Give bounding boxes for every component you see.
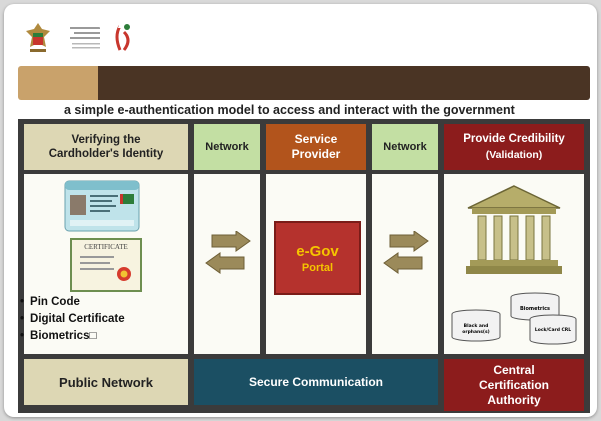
public-network-label: Public Network: [59, 374, 153, 390]
service-provider-label: Service Provider: [291, 132, 341, 161]
database-icon: [451, 309, 501, 342]
authority-arabic-text-icon: [70, 27, 100, 49]
network-right-label: Network: [383, 141, 427, 153]
bidirectional-arrow-icon: [383, 231, 429, 274]
list-item: Digital Certificate: [20, 311, 125, 328]
central-authority-line3: Authority: [487, 392, 541, 407]
service-provider-header: Service Provider: [266, 124, 366, 170]
egov-portal-box: e-Gov Portal: [274, 221, 361, 295]
database-label: Biometrics: [519, 306, 551, 312]
logo-area: [24, 18, 134, 58]
title-accent: [18, 66, 98, 100]
central-authority-box: Central Certification Authority: [444, 359, 584, 411]
database-icon: [529, 314, 577, 345]
bidirectional-arrow-icon: [205, 231, 251, 274]
id-card-icon: [64, 180, 140, 232]
public-network-box: Public Network: [24, 359, 188, 405]
uae-emblem-icon: [26, 23, 50, 52]
credibility-header: Provide Credibility (Validation): [444, 124, 584, 170]
title-bar: [18, 66, 590, 100]
certificate-label: CERTIFICATE: [84, 243, 128, 251]
secure-communication-bar: Secure Communication: [194, 359, 438, 405]
network-left-label: Network: [205, 141, 249, 153]
list-item: Biometrics□: [20, 328, 125, 345]
verify-identity-header: Verifying the Cardholder's Identity: [24, 124, 188, 170]
secure-communication-label: Secure Communication: [248, 375, 384, 389]
network-left-header: Network: [194, 124, 260, 170]
central-authority-line1: Central: [493, 362, 535, 377]
database-icon: [510, 292, 560, 321]
certificate-icon: CERTIFICATE: [70, 238, 142, 292]
government-building-icon: [466, 185, 562, 274]
certificate-seal-icon: [80, 256, 131, 281]
verify-identity-label: Verifying the Cardholder's Identity: [48, 134, 164, 160]
list-item: Pin Code: [20, 294, 125, 311]
page-title: e-Authentication: [96, 7, 286, 34]
slide: e-Authentication a simple e-authenticati…: [4, 4, 597, 417]
authority-symbol-icon: [115, 24, 130, 51]
central-authority-line2: Certification: [478, 377, 549, 392]
database-label: Lock/Card CRL: [534, 328, 572, 333]
page-subtitle: a simple e-authentication model to acces…: [64, 103, 515, 117]
title-background: [98, 66, 590, 100]
auth-methods-list: Pin Code Digital Certificate Biometrics□: [20, 294, 125, 345]
network-right-header: Network: [372, 124, 438, 170]
credibility-title: Provide Credibility: [463, 133, 565, 145]
database-label: Black and orphans(s): [462, 324, 490, 335]
egov-title: e-Gov: [296, 242, 339, 260]
credibility-subtitle: (Validation): [485, 149, 543, 161]
egov-subtitle: Portal: [301, 261, 334, 274]
authority-logo: [66, 22, 134, 54]
